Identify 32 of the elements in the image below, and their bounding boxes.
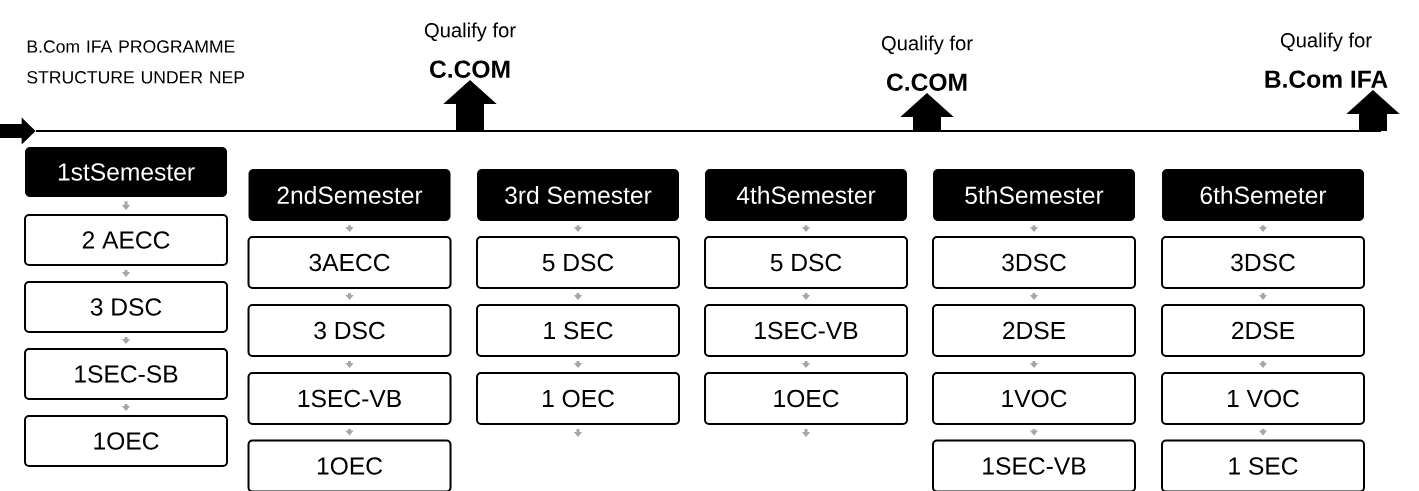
qualification-note: Qualify for C.COM <box>424 22 516 78</box>
course-box: 3DSC <box>932 236 1136 289</box>
course-box: 1OEC <box>24 415 228 467</box>
course-box: 1 SEC <box>1161 439 1365 491</box>
title: B.Com IFA PROGRAMME STRUCTURE UNDER NEP <box>27 40 245 84</box>
course-box: 1SEC-VB <box>704 304 908 357</box>
course-box: 1 SEC <box>476 304 680 357</box>
qualification-note: Qualify for C.COM <box>881 35 973 91</box>
course-box: 1SEC-VB <box>932 439 1136 491</box>
course-box: 1 OEC <box>476 372 680 425</box>
course-box: 1SEC-SB <box>24 348 228 400</box>
semester-header: 6thSemeter <box>1162 169 1364 221</box>
course-box: 2 AECC <box>24 214 228 266</box>
semester-header: 4thSemester <box>705 169 907 221</box>
course-box: 5 DSC <box>476 236 680 289</box>
semester-header: 5thSemester <box>933 169 1135 221</box>
course-box: 1VOC <box>932 372 1136 425</box>
course-box: 1OEC <box>704 372 908 425</box>
course-box: 3 DSC <box>247 304 452 357</box>
course-box: 3DSC <box>1161 236 1365 289</box>
qualification-note: Qualify for B.Com IFA <box>1265 32 1388 88</box>
course-box: 5 DSC <box>704 236 908 289</box>
course-box: 1OEC <box>247 439 452 491</box>
course-box: 1 VOC <box>1161 372 1365 425</box>
course-box: 2DSE <box>1161 304 1365 357</box>
course-box: 3 DSC <box>24 281 228 333</box>
course-box: 2DSE <box>932 304 1136 357</box>
semester-header: 3rd Semester <box>477 169 679 221</box>
semester-header: 2ndSemester <box>248 169 451 221</box>
semester-header: 1stSemester <box>25 147 227 197</box>
course-box: 3AECC <box>247 236 452 289</box>
course-box: 1SEC-VB <box>247 372 452 425</box>
